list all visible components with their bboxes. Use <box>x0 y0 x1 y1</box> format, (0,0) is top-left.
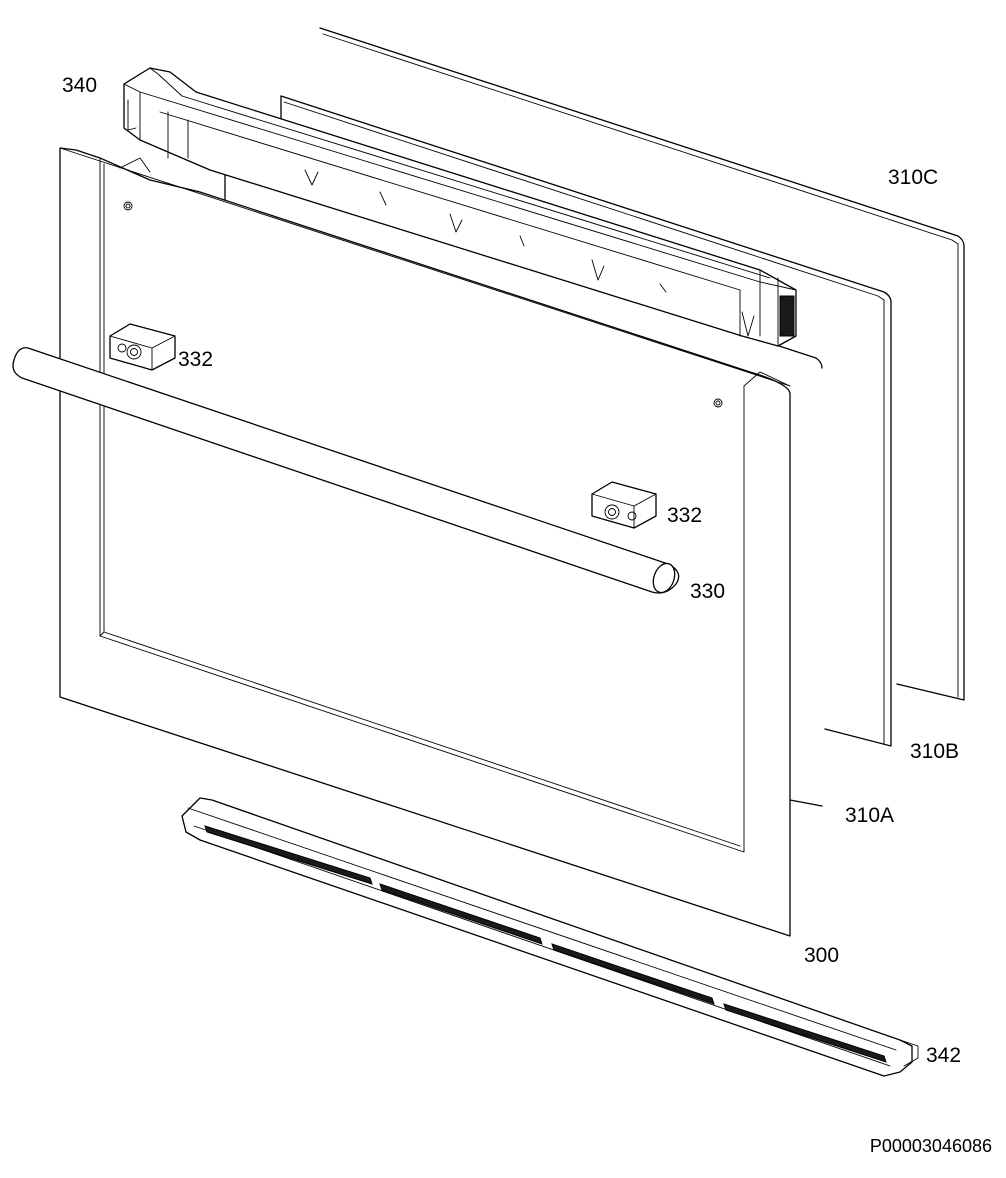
bottom-trim-342 <box>181 797 919 1077</box>
label-332-left: 332 <box>178 348 213 371</box>
label-330: 330 <box>690 580 725 603</box>
glass-panel-310b <box>280 95 892 747</box>
label-332-right: 332 <box>667 504 702 527</box>
document-id: P00003046086 <box>870 1136 992 1156</box>
label-310b: 310B <box>910 740 959 763</box>
label-310c: 310C <box>888 166 938 189</box>
glass-panel-310c <box>319 27 965 701</box>
label-340: 340 <box>62 74 97 97</box>
top-trim-340 <box>123 67 797 347</box>
label-300: 300 <box>804 944 839 967</box>
hinge-block-332-left <box>109 323 176 371</box>
handle-330 <box>12 347 680 594</box>
hinge-block-332-right <box>591 481 657 529</box>
label-310a: 310A <box>845 804 894 827</box>
label-342: 342 <box>926 1044 961 1067</box>
